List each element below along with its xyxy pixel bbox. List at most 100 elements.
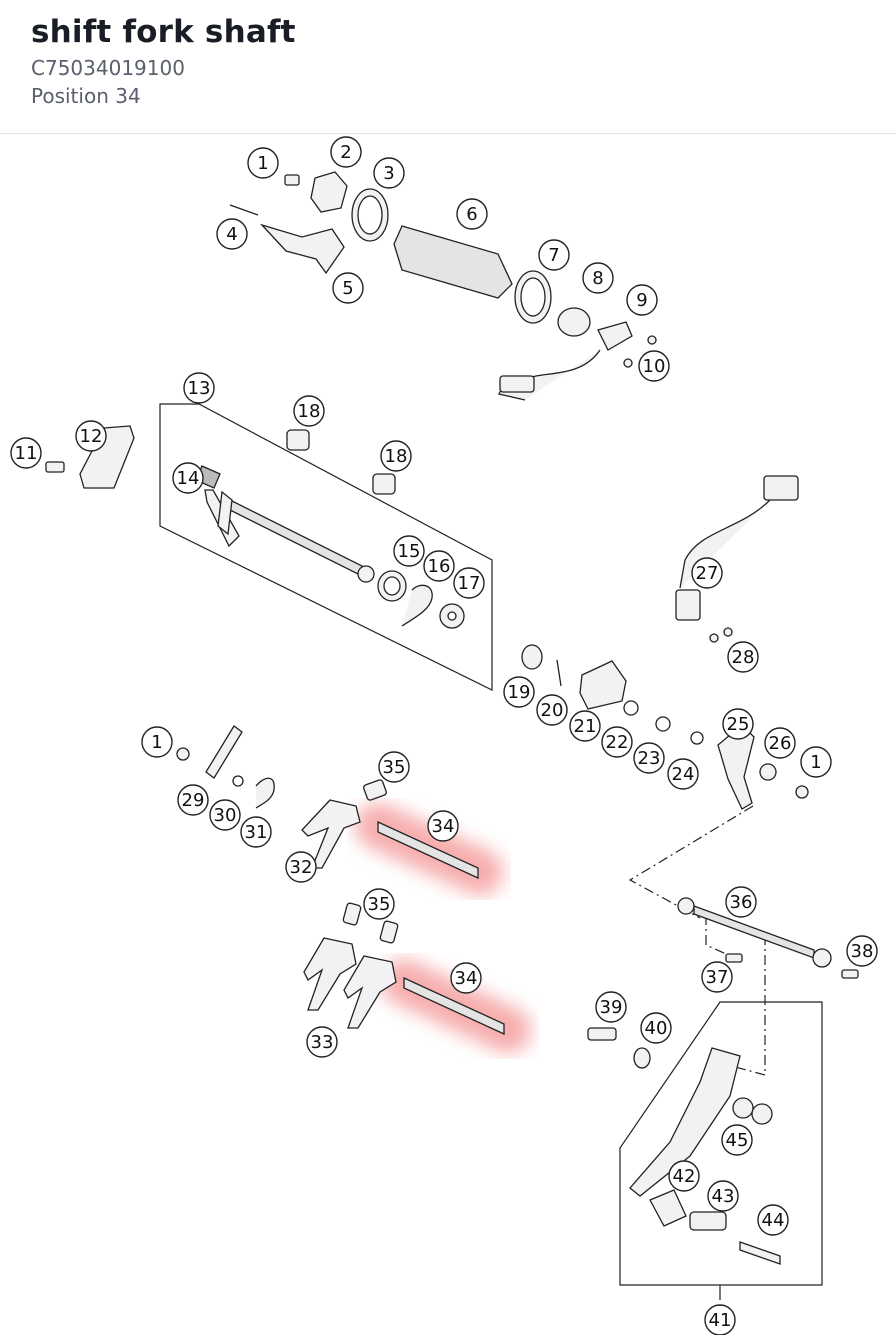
callout-38[interactable]: 38 — [846, 935, 878, 967]
callout-label: 26 — [769, 733, 792, 754]
callout-3[interactable]: 3 — [373, 157, 405, 189]
callout-label: 33 — [311, 1032, 334, 1053]
callout-2[interactable]: 2 — [330, 136, 362, 168]
callout-35[interactable]: 35 — [378, 751, 410, 783]
part-sketches — [45, 171, 859, 1265]
callout-label: 43 — [712, 1186, 735, 1207]
callout-43[interactable]: 43 — [707, 1180, 739, 1212]
callout-label: 31 — [245, 822, 268, 843]
callout-40[interactable]: 40 — [640, 1012, 672, 1044]
callout-label: 12 — [80, 426, 103, 447]
callout-label: 14 — [177, 468, 200, 489]
callout-34[interactable]: 34 — [450, 962, 482, 994]
callout-label: 35 — [368, 894, 391, 915]
callout-8[interactable]: 8 — [582, 262, 614, 294]
callout-label: 11 — [15, 443, 38, 464]
callout-17[interactable]: 17 — [453, 567, 485, 599]
callout-10[interactable]: 10 — [638, 350, 670, 382]
callout-13[interactable]: 13 — [183, 372, 215, 404]
callout-37[interactable]: 37 — [701, 961, 733, 993]
callout-label: 15 — [398, 541, 421, 562]
callout-23[interactable]: 23 — [633, 742, 665, 774]
callout-4[interactable]: 4 — [216, 218, 248, 250]
callout-36[interactable]: 36 — [725, 886, 757, 918]
callout-label: 10 — [643, 356, 666, 377]
callout-label: 44 — [762, 1210, 785, 1231]
group-box-13 — [159, 403, 493, 691]
callout-label: 36 — [730, 892, 753, 913]
callout-label: 35 — [383, 757, 406, 778]
callout-14[interactable]: 14 — [172, 462, 204, 494]
callout-label: 18 — [298, 401, 321, 422]
callout-label: 21 — [574, 716, 597, 737]
part-position: Position 34 — [31, 84, 141, 108]
callout-30[interactable]: 30 — [209, 799, 241, 831]
callout-label: 16 — [428, 556, 451, 577]
callout-label: 42 — [673, 1166, 696, 1187]
part-header: shift fork shaft C75034019100 Position 3… — [0, 0, 896, 134]
callout-21[interactable]: 21 — [569, 710, 601, 742]
callout-1[interactable]: 1 — [247, 147, 279, 179]
callout-39[interactable]: 39 — [595, 991, 627, 1023]
callout-24[interactable]: 24 — [667, 758, 699, 790]
callout-33[interactable]: 33 — [306, 1026, 338, 1058]
callout-32[interactable]: 32 — [285, 851, 317, 883]
callout-label: 7 — [548, 245, 559, 266]
callout-label: 5 — [342, 278, 353, 299]
callout-label: 4 — [226, 224, 237, 245]
callout-label: 27 — [696, 563, 719, 584]
callout-22[interactable]: 22 — [601, 726, 633, 758]
callout-35[interactable]: 35 — [363, 888, 395, 920]
part-title: shift fork shaft — [31, 14, 296, 50]
callout-label: 24 — [672, 764, 695, 785]
callout-5[interactable]: 5 — [332, 272, 364, 304]
callout-1[interactable]: 1 — [800, 746, 832, 778]
callout-label: 6 — [466, 204, 477, 225]
callout-20[interactable]: 20 — [536, 694, 568, 726]
callout-31[interactable]: 31 — [240, 816, 272, 848]
callout-18[interactable]: 18 — [380, 440, 412, 472]
callout-34[interactable]: 34 — [427, 810, 459, 842]
callout-25[interactable]: 25 — [722, 708, 754, 740]
callout-6[interactable]: 6 — [456, 198, 488, 230]
callout-label: 40 — [645, 1018, 668, 1039]
callout-label: 32 — [290, 857, 313, 878]
callout-28[interactable]: 28 — [727, 641, 759, 673]
callout-label: 3 — [383, 163, 394, 184]
part-number: C75034019100 — [31, 56, 185, 80]
callout-label: 2 — [340, 142, 351, 163]
callout-26[interactable]: 26 — [764, 727, 796, 759]
callout-11[interactable]: 11 — [10, 437, 42, 469]
callout-label: 37 — [706, 967, 729, 988]
callout-label: 1 — [151, 732, 162, 753]
callout-44[interactable]: 44 — [757, 1204, 789, 1236]
callout-19[interactable]: 19 — [503, 676, 535, 708]
callout-label: 22 — [606, 732, 629, 753]
callout-27[interactable]: 27 — [691, 557, 723, 589]
callout-label: 20 — [541, 700, 564, 721]
callout-15[interactable]: 15 — [393, 535, 425, 567]
callout-42[interactable]: 42 — [668, 1160, 700, 1192]
callout-label: 9 — [636, 290, 647, 311]
callout-label: 34 — [455, 968, 478, 989]
callout-29[interactable]: 29 — [177, 784, 209, 816]
callout-7[interactable]: 7 — [538, 239, 570, 271]
callout-9[interactable]: 9 — [626, 284, 658, 316]
callout-label: 34 — [432, 816, 455, 837]
callout-1[interactable]: 1 — [141, 726, 173, 758]
group-box-41 — [619, 1001, 823, 1286]
callout-12[interactable]: 12 — [75, 420, 107, 452]
callout-label: 25 — [727, 714, 750, 735]
callout-label: 1 — [257, 153, 268, 174]
callout-label: 23 — [638, 748, 661, 769]
callout-18[interactable]: 18 — [293, 395, 325, 427]
callout-label: 28 — [732, 647, 755, 668]
callout-label: 19 — [508, 682, 531, 703]
callout-label: 39 — [600, 997, 623, 1018]
callout-16[interactable]: 16 — [423, 550, 455, 582]
callout-label: 45 — [726, 1130, 749, 1151]
callout-45[interactable]: 45 — [721, 1124, 753, 1156]
callout-41[interactable]: 41 — [704, 1304, 736, 1335]
callout-label: 30 — [214, 805, 237, 826]
